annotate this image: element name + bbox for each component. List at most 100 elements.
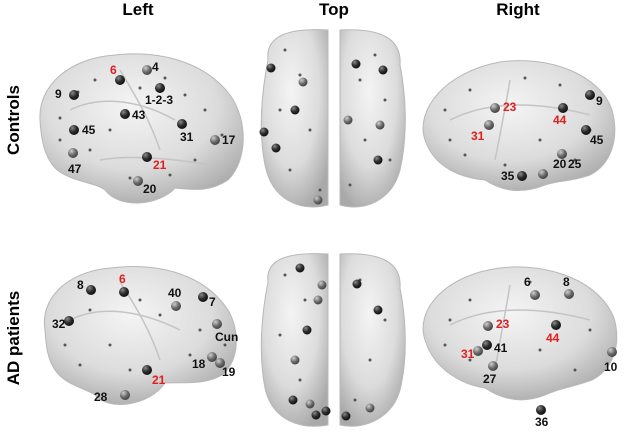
small-node <box>58 138 62 142</box>
node <box>351 59 361 69</box>
label-21: 21 <box>152 373 166 387</box>
node <box>375 120 385 130</box>
label-20: 20 <box>553 157 567 171</box>
label-25: 25 <box>568 157 582 171</box>
brain-ad-left <box>43 266 237 405</box>
node-27 <box>488 361 498 371</box>
small-node <box>588 128 592 132</box>
label-27: 27 <box>483 372 497 386</box>
small-node <box>373 53 377 57</box>
node <box>365 403 375 413</box>
node-20 <box>538 169 548 179</box>
small-node <box>138 298 142 302</box>
small-node <box>443 343 447 347</box>
brain-ad-right <box>422 266 618 415</box>
label-45: 45 <box>82 123 96 137</box>
small-node <box>308 128 312 132</box>
small-node <box>363 138 367 142</box>
small-node <box>298 73 302 77</box>
node <box>266 63 276 73</box>
label-4: 4 <box>152 60 159 74</box>
sulcus-line <box>449 309 591 326</box>
small-node <box>558 83 562 87</box>
node <box>288 395 298 405</box>
brain-surface <box>43 266 237 405</box>
small-node <box>278 333 282 337</box>
node-8 <box>86 285 96 295</box>
brain-surface <box>260 29 329 208</box>
node <box>290 105 300 115</box>
small-node <box>183 93 187 97</box>
small-node <box>383 318 387 322</box>
brain-surface <box>260 253 329 427</box>
node-47 <box>68 148 78 158</box>
small-node <box>368 358 372 362</box>
node <box>317 280 327 290</box>
node-8 <box>564 289 574 299</box>
small-node <box>303 298 307 302</box>
label-21: 21 <box>153 158 167 172</box>
node-31 <box>484 120 494 130</box>
node-6 <box>119 287 129 297</box>
label-6: 6 <box>119 272 126 286</box>
label-cun: Cun <box>215 330 239 344</box>
node-10 <box>607 347 617 357</box>
node-32 <box>64 316 74 326</box>
small-node <box>88 308 92 312</box>
brain-surface <box>39 53 244 204</box>
small-node <box>63 343 67 347</box>
node-41 <box>482 340 492 350</box>
node-7 <box>198 292 208 302</box>
small-node <box>88 148 92 152</box>
label-36: 36 <box>535 415 549 429</box>
node-40 <box>171 301 181 311</box>
sulcus-line <box>119 281 161 361</box>
node-44 <box>558 103 568 113</box>
label-19: 19 <box>222 365 236 379</box>
label-9: 9 <box>596 94 603 108</box>
label-20: 20 <box>143 182 157 196</box>
label-40: 40 <box>168 286 182 300</box>
node-20 <box>133 176 143 186</box>
label-44: 44 <box>553 113 567 127</box>
sulcus-line <box>69 310 181 331</box>
brain-controls-right <box>422 60 616 191</box>
label-41: 41 <box>494 341 508 355</box>
node <box>295 263 305 273</box>
node-43 <box>120 109 130 119</box>
label-31: 31 <box>461 347 475 361</box>
node <box>321 406 331 416</box>
node-44 <box>551 320 561 330</box>
node-9 <box>69 90 79 100</box>
node-1-2-3 <box>155 83 165 93</box>
label-32: 32 <box>52 317 66 331</box>
node-31 <box>473 346 483 356</box>
small-node <box>448 318 452 322</box>
small-node <box>383 98 387 102</box>
node-cun <box>212 319 222 329</box>
label-23: 23 <box>503 100 517 114</box>
small-node <box>468 298 472 302</box>
small-node <box>288 168 292 172</box>
label-18: 18 <box>192 357 206 371</box>
small-node <box>538 138 542 142</box>
node <box>271 143 281 153</box>
small-node <box>463 153 467 157</box>
small-node <box>128 368 132 372</box>
node-23 <box>490 103 500 113</box>
label-6: 6 <box>110 63 117 77</box>
node <box>302 325 312 335</box>
row-header-ad-patients: AD patients <box>4 290 23 386</box>
node-21 <box>142 152 152 162</box>
small-node <box>353 398 357 402</box>
small-node <box>538 348 542 352</box>
small-node <box>448 138 452 142</box>
small-node <box>128 176 132 180</box>
label-1-2-3: 1-2-3 <box>145 93 174 107</box>
small-node <box>573 368 577 372</box>
small-node <box>168 173 172 177</box>
node <box>305 399 315 409</box>
small-node <box>108 128 112 132</box>
column-header-top: Top <box>319 0 349 19</box>
brain-ad-top <box>260 253 406 427</box>
